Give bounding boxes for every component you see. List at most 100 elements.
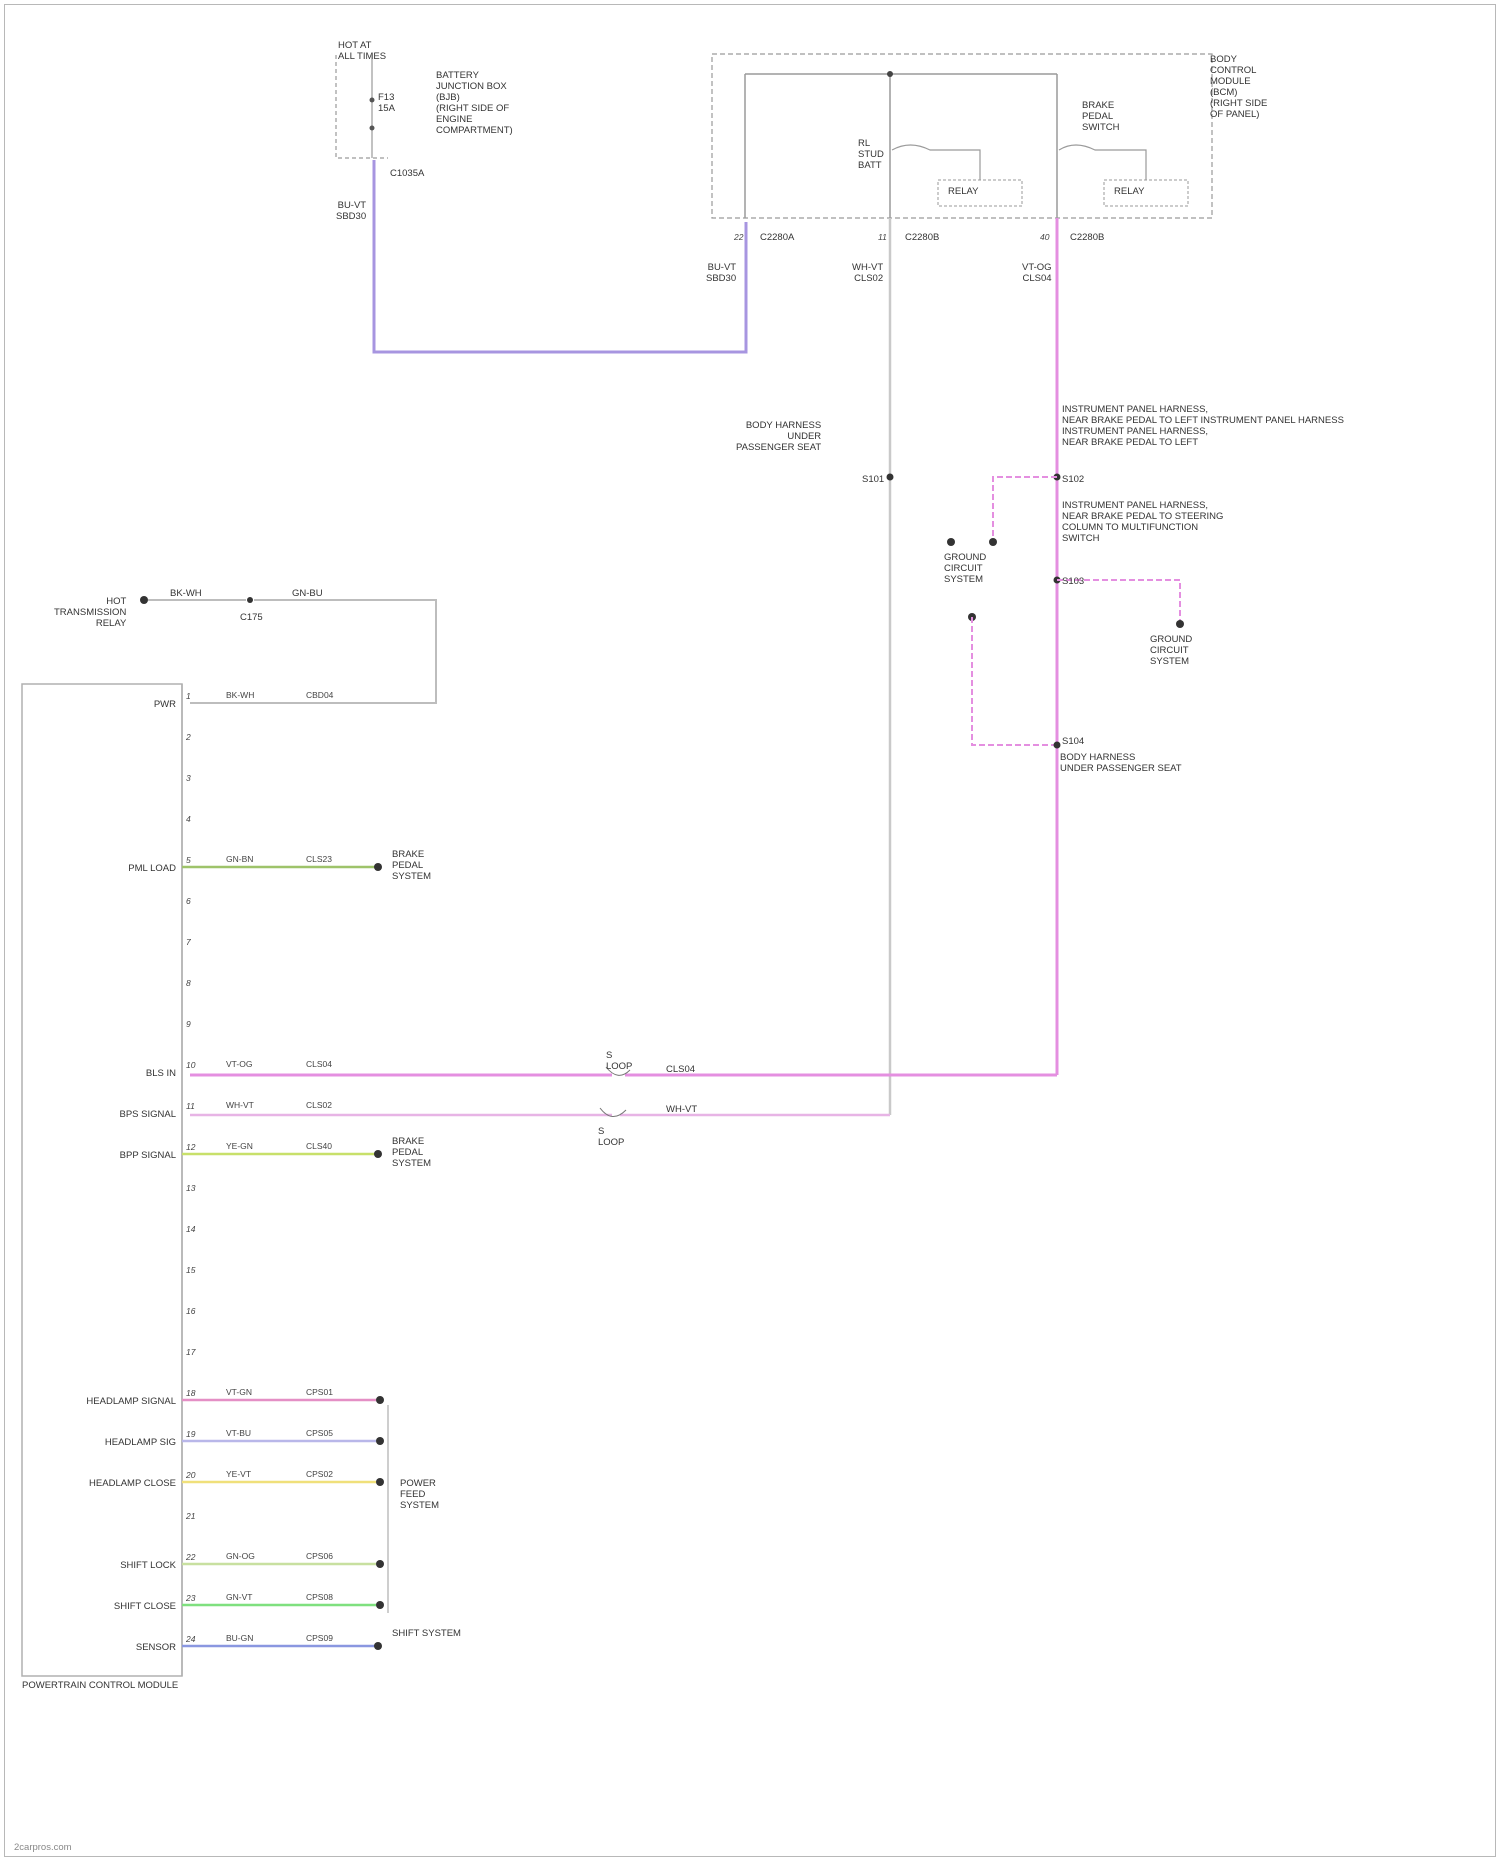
watermark: 2carpros.com bbox=[14, 1842, 72, 1853]
relay-2-brake: BRAKE PEDAL SWITCH bbox=[1082, 100, 1119, 133]
pin-wire-color: VT-BU bbox=[226, 1428, 251, 1438]
pin-number: 17 bbox=[186, 1347, 195, 1357]
pin-circuit: CBD04 bbox=[306, 690, 333, 700]
splice-note-3: INSTRUMENT PANEL HARNESS, NEAR BRAKE PED… bbox=[1062, 500, 1223, 544]
pin-function-label: BPS SIGNAL bbox=[0, 1109, 176, 1120]
wire-b-code: WH-VT CLS02 bbox=[852, 262, 883, 284]
pin-wire-color: GN-VT bbox=[226, 1592, 252, 1602]
wire-bjb-code: BU-VT SBD30 bbox=[336, 200, 366, 222]
pin-number: 21 bbox=[186, 1511, 195, 1521]
relay-coil-1 bbox=[892, 145, 980, 180]
fuse-node-2 bbox=[370, 126, 375, 131]
pin-number: 7 bbox=[186, 937, 191, 947]
bcm-pin-22: 22 bbox=[734, 232, 743, 242]
mid-wire-code-b: WH-VT bbox=[666, 1104, 697, 1115]
pin-function-label: SHIFT LOCK bbox=[0, 1560, 176, 1571]
pin-wire-color: WH-VT bbox=[226, 1100, 254, 1110]
pcm-name: POWERTRAIN CONTROL MODULE bbox=[22, 1680, 178, 1691]
fuse-node bbox=[370, 98, 375, 103]
pin-circuit: CPS01 bbox=[306, 1387, 333, 1397]
pin-target-label: SHIFT SYSTEM bbox=[392, 1628, 461, 1639]
pin-wire-color: GN-BN bbox=[226, 854, 253, 864]
power-connector: C175 bbox=[240, 612, 263, 623]
splice-s101 bbox=[887, 474, 894, 481]
pin-circuit: CLS23 bbox=[306, 854, 332, 864]
pin-wire-color: GN-OG bbox=[226, 1551, 255, 1561]
wire-sbd30 bbox=[374, 160, 746, 352]
splice-s104 bbox=[1054, 742, 1061, 749]
pin-wire-terminal bbox=[376, 1560, 384, 1568]
pin-function-label: HEADLAMP SIGNAL bbox=[0, 1396, 176, 1407]
fuse-box-title: BATTERY JUNCTION BOX (BJB) (RIGHT SIDE O… bbox=[436, 70, 513, 136]
pin-number: 1 bbox=[186, 691, 191, 701]
pin-function-label: BLS IN bbox=[0, 1068, 176, 1079]
pin-circuit: CPS02 bbox=[306, 1469, 333, 1479]
pin-number: 23 bbox=[186, 1593, 195, 1603]
wire-a-code: BU-VT SBD30 bbox=[706, 262, 736, 284]
pin-number: 13 bbox=[186, 1183, 195, 1193]
power-wire-2: GN-BU bbox=[292, 588, 323, 599]
pin-number: 14 bbox=[186, 1224, 195, 1234]
relay-2-label: RELAY bbox=[1114, 186, 1144, 197]
pcm-outline bbox=[22, 684, 182, 1676]
relay-coil-2 bbox=[1059, 145, 1146, 180]
pin-number: 22 bbox=[186, 1552, 195, 1562]
bcm-title: BODY CONTROL MODULE (BCM) (RIGHT SIDE OF… bbox=[1210, 54, 1267, 120]
pin-target-label: BRAKE PEDAL SYSTEM bbox=[392, 849, 431, 882]
relay-1-label: RELAY bbox=[948, 186, 978, 197]
pin-number: 2 bbox=[186, 732, 191, 742]
pin-number: 16 bbox=[186, 1306, 195, 1316]
bcm-conn-22: C2280A bbox=[760, 232, 794, 243]
pin-circuit: CPS08 bbox=[306, 1592, 333, 1602]
ground-dot-3 bbox=[1176, 620, 1184, 628]
wire-ground-branch-1 bbox=[993, 477, 1057, 542]
power-source-label: HOT TRANSMISSION RELAY bbox=[54, 596, 126, 629]
pin-number: 8 bbox=[186, 978, 191, 988]
pin-number: 19 bbox=[186, 1429, 195, 1439]
relay-1-stud: RL STUD BATT bbox=[858, 138, 884, 171]
fuse-box-header: HOT AT ALL TIMES bbox=[338, 40, 386, 62]
pin-number: 15 bbox=[186, 1265, 195, 1275]
splice-s101-label: S101 bbox=[862, 474, 884, 485]
pin-wire-terminal bbox=[374, 1642, 382, 1650]
pin-circuit: CLS02 bbox=[306, 1100, 332, 1110]
pin-function-label: PWR bbox=[0, 699, 176, 710]
pin-wire-color: VT-OG bbox=[226, 1059, 252, 1069]
splice-note-1: BODY HARNESS UNDER PASSENGER SEAT bbox=[736, 420, 821, 453]
pin-function-label: SENSOR bbox=[0, 1642, 176, 1653]
splice-note-2: INSTRUMENT PANEL HARNESS, NEAR BRAKE PED… bbox=[1062, 404, 1344, 448]
pin-wire-terminal bbox=[376, 1437, 384, 1445]
power-feed-target: POWER FEED SYSTEM bbox=[400, 1478, 439, 1511]
splice-s103-label: S103 bbox=[1062, 576, 1084, 587]
fuse-f13: F13 15A bbox=[378, 92, 395, 114]
ground-dot-2 bbox=[989, 538, 997, 546]
ground-a-label: GROUND CIRCUIT SYSTEM bbox=[944, 552, 986, 585]
bcm-conn-11: C2280B bbox=[905, 232, 939, 243]
bcm-junction bbox=[887, 71, 893, 77]
splice-note-4: BODY HARNESS UNDER PASSENGER SEAT bbox=[1060, 752, 1182, 774]
pin-wire-color: BK-WH bbox=[226, 690, 254, 700]
pin-number: 3 bbox=[186, 773, 191, 783]
pin-wire-color: YE-GN bbox=[226, 1141, 253, 1151]
pin-number: 24 bbox=[186, 1634, 195, 1644]
splice-s104-label: S104 bbox=[1062, 736, 1084, 747]
wire-c-code: VT-OG CLS04 bbox=[1022, 262, 1052, 284]
pin-circuit: CPS09 bbox=[306, 1633, 333, 1643]
pin-target-label: BRAKE PEDAL SYSTEM bbox=[392, 1136, 431, 1169]
mid-wire-code-a: CLS04 bbox=[666, 1064, 695, 1075]
pin-wire-color: YE-VT bbox=[226, 1469, 251, 1479]
splice-s102-label: S102 bbox=[1062, 474, 1084, 485]
fuse-connector: C1035A bbox=[390, 168, 424, 179]
pin-number: 18 bbox=[186, 1388, 195, 1398]
pin-circuit: CPS05 bbox=[306, 1428, 333, 1438]
pin-number: 6 bbox=[186, 896, 191, 906]
pin-number: 5 bbox=[186, 855, 191, 865]
pin-number: 12 bbox=[186, 1142, 195, 1152]
pin-function-label: PML LOAD bbox=[0, 863, 176, 874]
wire-pwr-b bbox=[190, 600, 436, 703]
bcm-pin-40: 40 bbox=[1040, 232, 1049, 242]
bcm-conn-40: C2280B bbox=[1070, 232, 1104, 243]
pin-wires bbox=[182, 863, 384, 1650]
connector-c175 bbox=[247, 597, 253, 603]
pin-circuit: CLS04 bbox=[306, 1059, 332, 1069]
